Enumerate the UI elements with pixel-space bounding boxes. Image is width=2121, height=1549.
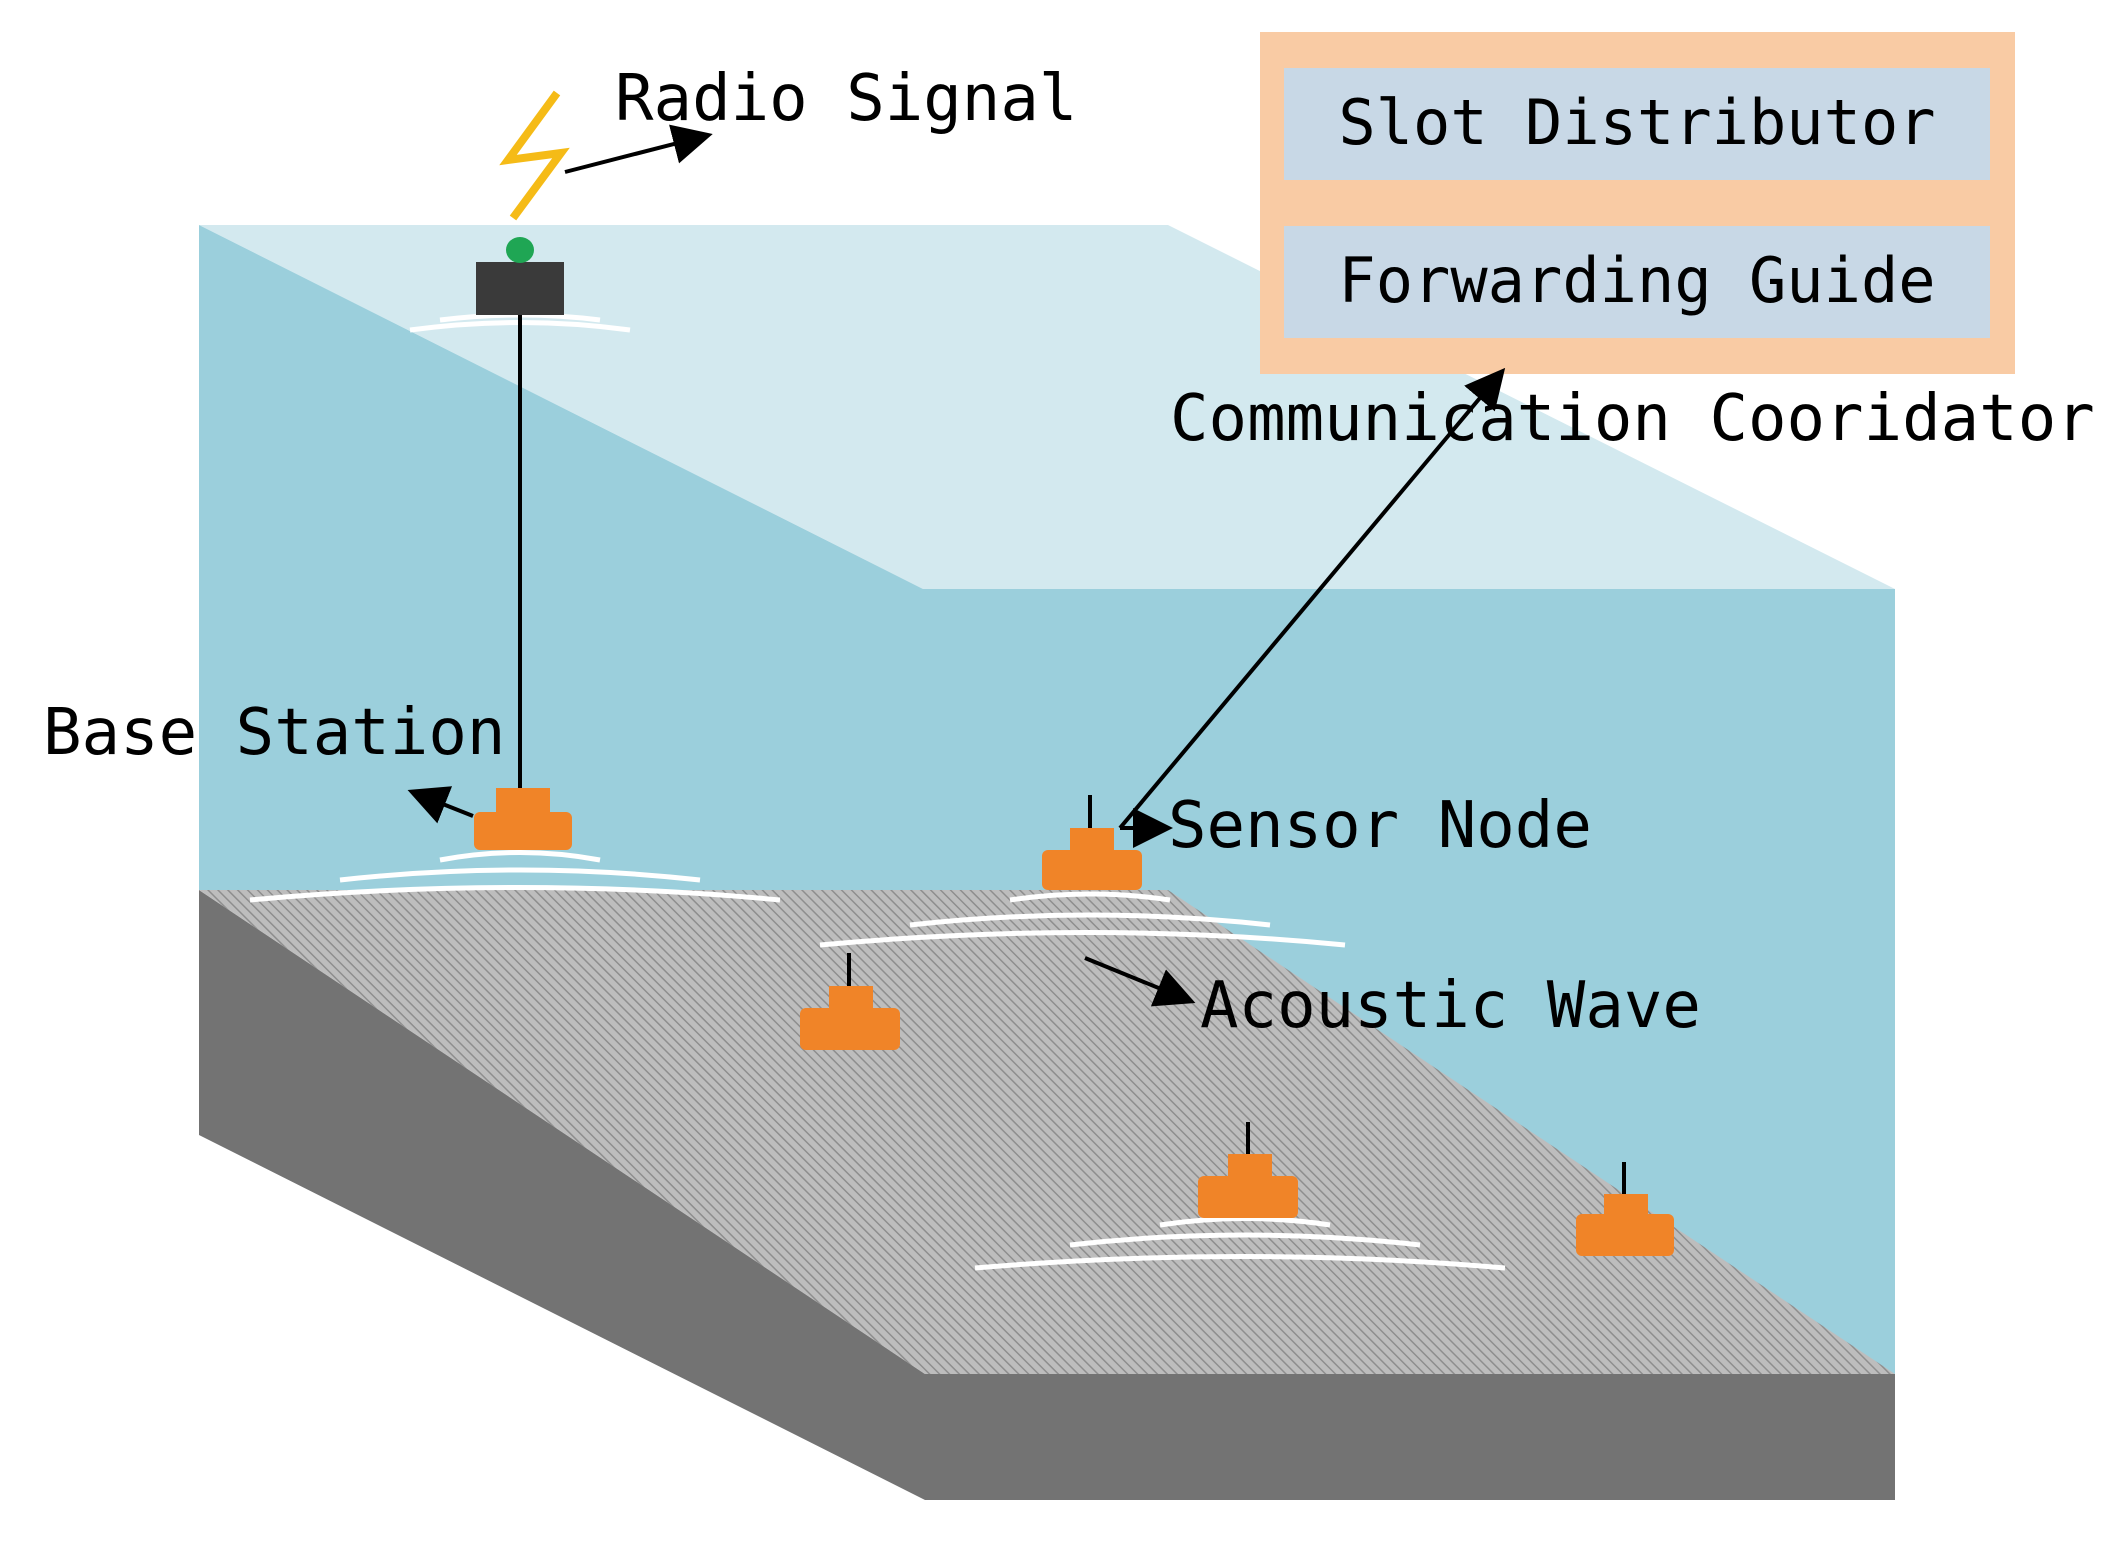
radio-signal-label: Radio Signal xyxy=(615,62,1077,136)
slot-distributor-panel xyxy=(1284,68,1990,180)
sensor-node-icon xyxy=(1042,795,1142,890)
radio-signal-arrow xyxy=(564,124,713,174)
water-front-face xyxy=(199,225,1895,1374)
sensor-node-icon xyxy=(1198,1122,1298,1218)
communication-coordinator-box: Slot Distributor Forwarding Guide xyxy=(1260,32,2015,374)
base-station-icon xyxy=(474,788,572,850)
arrows xyxy=(407,124,1506,1007)
water-block xyxy=(199,225,1895,1374)
acoustic-wave-label: Acoustic Wave xyxy=(1200,969,1701,1043)
base-station-label: Base Station xyxy=(43,696,505,770)
sensor-node-icon xyxy=(800,953,900,1050)
slot-distributor-label: Slot Distributor xyxy=(1338,86,1935,159)
base-station-arrow xyxy=(407,786,474,824)
forwarding-guide-panel xyxy=(1284,226,1990,338)
lightning-icon xyxy=(499,90,570,221)
sensor-node-icon xyxy=(1576,1162,1674,1256)
communication-coordinator-label: Communication Cooridator xyxy=(1170,382,2095,456)
diagram-labels: Radio Signal Communication Cooridator Ba… xyxy=(43,62,2095,1043)
acoustic-wave-arrow xyxy=(1084,956,1196,1007)
seabed-side-face xyxy=(199,890,1895,1500)
buoy-icon xyxy=(476,237,564,800)
seabed xyxy=(199,890,1895,1500)
forwarding-guide-label: Forwarding Guide xyxy=(1338,244,1935,317)
coordinator-arrow xyxy=(1118,367,1506,830)
acoustic-wave-icon xyxy=(249,312,1506,1271)
water-surface xyxy=(199,225,1895,589)
sensor-node-label: Sensor Node xyxy=(1168,789,1592,863)
seabed-top-face xyxy=(199,890,1895,1374)
